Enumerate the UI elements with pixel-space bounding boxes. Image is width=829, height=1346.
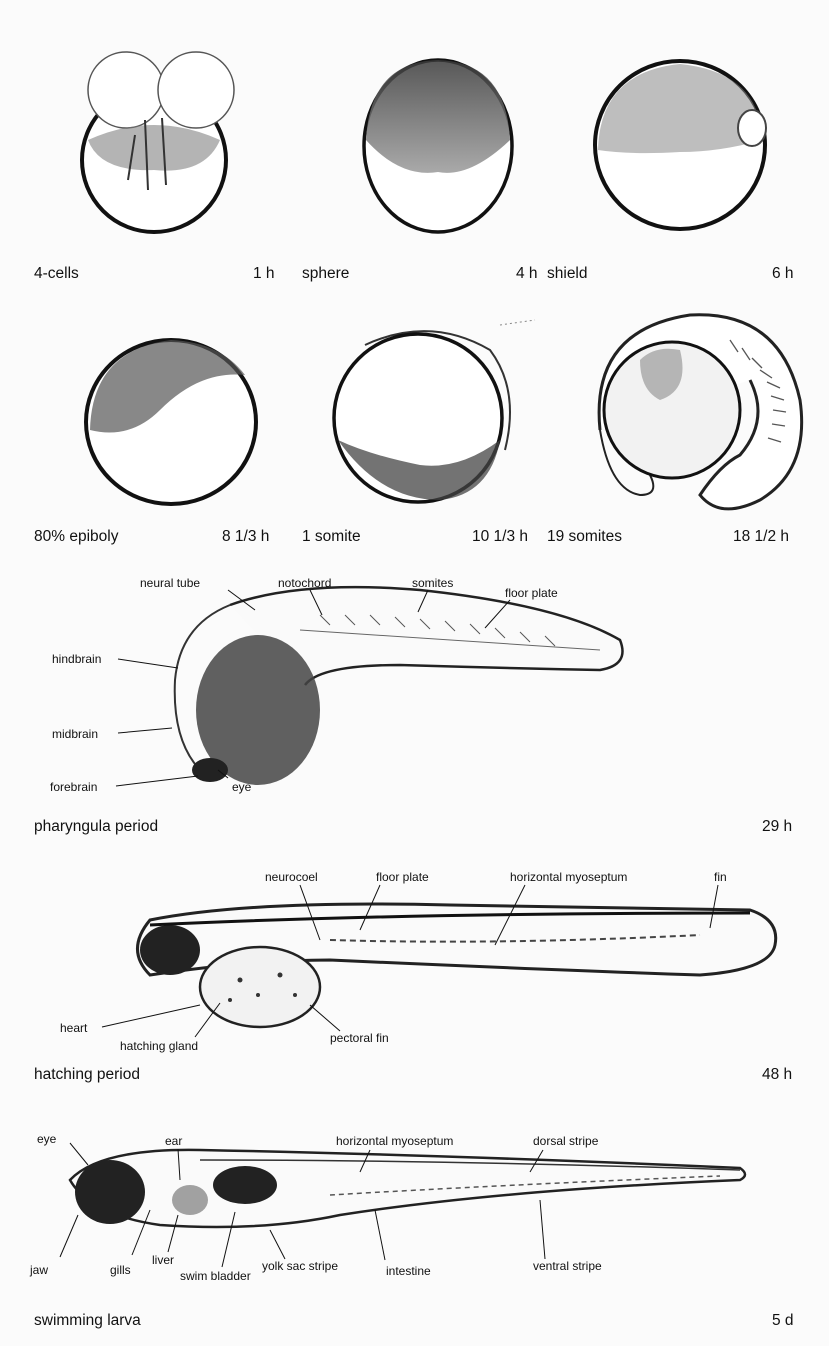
label-eye-pharyngula: eye xyxy=(232,780,252,794)
caption-hatching: hatching period xyxy=(34,1066,140,1084)
stage-name-19-somites: 19 somites xyxy=(547,528,622,546)
time-hatching: 48 h xyxy=(762,1066,792,1084)
label-hindbrain: hindbrain xyxy=(52,652,101,666)
label-notochord: notochord xyxy=(278,576,331,590)
label-horizontal-myoseptum-larva: horizontal myoseptum xyxy=(336,1134,453,1148)
embryo-1-somite xyxy=(334,320,535,502)
label-ear: ear xyxy=(165,1134,182,1148)
stage-name-1-somite: 1 somite xyxy=(302,528,361,546)
embryo-4-cells xyxy=(82,52,234,232)
embryo-pharyngula xyxy=(116,587,623,786)
label-midbrain: midbrain xyxy=(52,727,98,741)
stage-time-shield: 6 h xyxy=(772,265,794,283)
embryo-hatching xyxy=(102,885,776,1037)
label-floor-plate: floor plate xyxy=(505,586,558,600)
stage-time-19-somites: 18 1/2 h xyxy=(733,528,789,546)
embryo-larva xyxy=(60,1143,745,1267)
label-dorsal-stripe: dorsal stripe xyxy=(533,1134,599,1148)
label-jaw: jaw xyxy=(29,1263,48,1277)
embryo-sphere xyxy=(364,60,512,232)
stage-name-80-epiboly: 80% epiboly xyxy=(34,528,118,546)
stage-time-80-epiboly: 8 1/3 h xyxy=(222,528,269,546)
stage-time-4-cells: 1 h xyxy=(253,265,275,283)
label-somites: somites xyxy=(412,576,453,590)
label-neurocoel: neurocoel xyxy=(265,870,318,884)
label-hatching-gland: hatching gland xyxy=(120,1039,198,1053)
label-gills: gills xyxy=(110,1263,131,1277)
label-intestine: intestine xyxy=(386,1264,431,1278)
label-neural-tube: neural tube xyxy=(140,576,200,590)
embryo-shield xyxy=(595,61,766,229)
label-heart: heart xyxy=(60,1021,88,1035)
caption-larva: swimming larva xyxy=(34,1312,141,1330)
label-pectoral-fin: pectoral fin xyxy=(330,1031,389,1045)
label-horizontal-myoseptum-hatching: horizontal myoseptum xyxy=(510,870,627,884)
label-swim-bladder: swim bladder xyxy=(180,1269,251,1283)
stage-name-sphere: sphere xyxy=(302,265,349,283)
time-pharyngula: 29 h xyxy=(762,818,792,836)
time-larva: 5 d xyxy=(772,1312,794,1330)
label-forebrain: forebrain xyxy=(50,780,97,794)
label-eye-larva: eye xyxy=(37,1132,57,1146)
stage-name-4-cells: 4-cells xyxy=(34,265,79,283)
stage-time-sphere: 4 h xyxy=(516,265,538,283)
embryo-80-epiboly xyxy=(86,340,256,504)
label-yolk-sac-stripe: yolk sac stripe xyxy=(262,1259,338,1273)
label-floor-plate-hatching: floor plate xyxy=(376,870,429,884)
caption-pharyngula: pharyngula period xyxy=(34,818,158,836)
stage-name-shield: shield xyxy=(547,265,588,283)
stage-time-1-somite: 10 1/3 h xyxy=(472,528,528,546)
embryo-19-somites xyxy=(599,315,802,509)
label-liver: liver xyxy=(152,1253,174,1267)
label-ventral-stripe: ventral stripe xyxy=(533,1259,602,1273)
label-fin: fin xyxy=(714,870,727,884)
